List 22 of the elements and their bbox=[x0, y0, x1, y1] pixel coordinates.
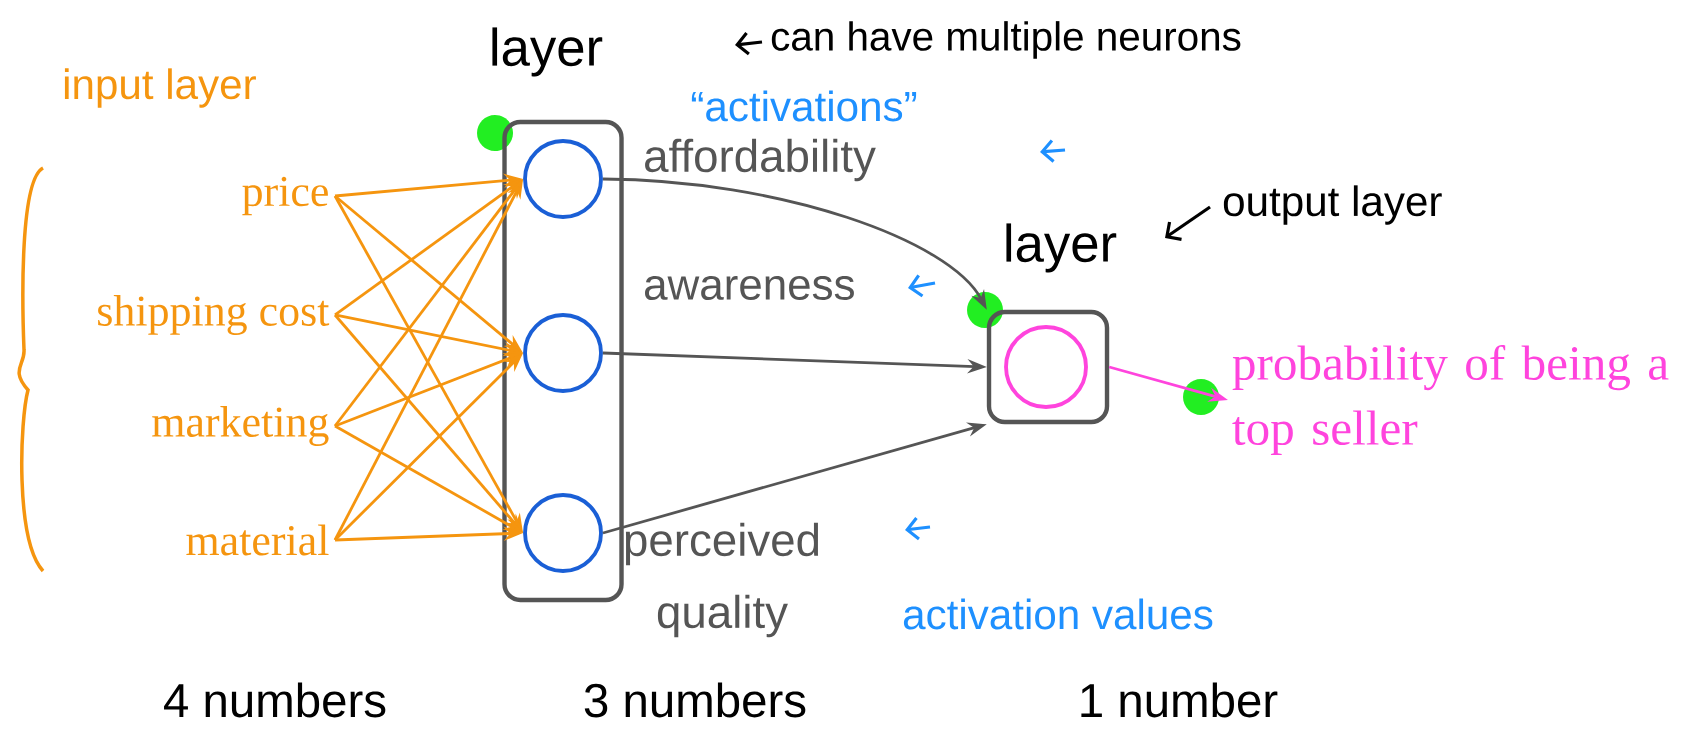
input-label: marketing bbox=[152, 406, 329, 446]
label-text: activation values bbox=[903, 598, 1213, 630]
label-text: input layer bbox=[64, 68, 256, 108]
layer-heading: layer bbox=[1006, 223, 1117, 273]
count-label: 3 numbers bbox=[584, 682, 806, 718]
annotation-text: output layer bbox=[1223, 185, 1442, 225]
label-text: perceived quality bbox=[625, 522, 819, 638]
input-label: shipping cost bbox=[98, 295, 330, 335]
count-label: 1 number bbox=[1081, 682, 1278, 718]
label-text: affordability bbox=[645, 138, 876, 182]
count-label: 4 numbers bbox=[164, 682, 386, 718]
layer-heading: layer bbox=[492, 27, 603, 77]
neuron-circle bbox=[523, 313, 603, 393]
output-label: probability of being a top seller bbox=[1232, 344, 1669, 456]
input-label: price bbox=[242, 176, 328, 216]
annotation-text: can have multiple neurons bbox=[771, 21, 1241, 59]
input-label: material bbox=[186, 524, 329, 556]
neuron-circle bbox=[1004, 325, 1088, 409]
label-text: “activations” bbox=[691, 90, 917, 122]
neuron-circle bbox=[523, 493, 603, 573]
neuron-circle bbox=[523, 139, 603, 219]
label-text: awareness bbox=[645, 275, 854, 301]
